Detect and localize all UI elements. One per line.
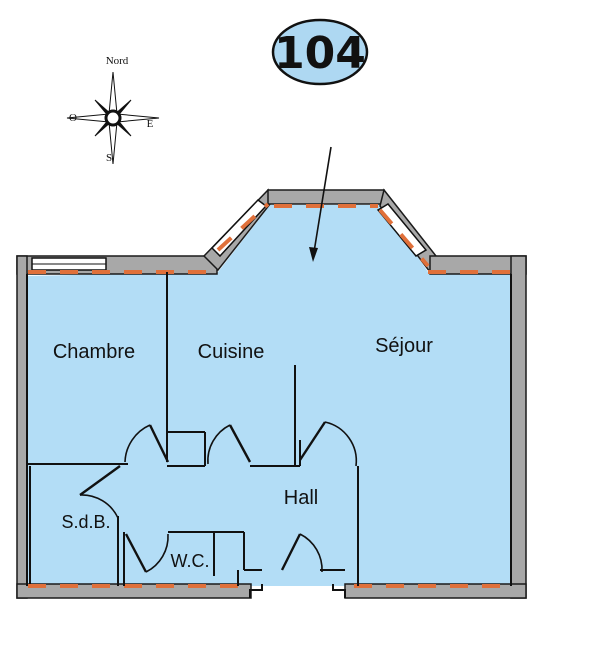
door-entry-arc (299, 533, 323, 573)
room-label-cuisine: Cuisine (198, 341, 265, 363)
room-label-chambre: Chambre (53, 341, 135, 363)
entrance-arrow-icon (309, 146, 332, 262)
interior-walls (26, 272, 512, 586)
door-sdb-arc (79, 494, 119, 519)
compass-west: O (69, 112, 77, 124)
entrance-steps (249, 584, 346, 598)
door-chambre-arc (124, 424, 151, 463)
room-label-wc: W.C. (171, 551, 210, 571)
unit-badge: 104 (271, 18, 369, 86)
door-cuisine-arc (207, 424, 231, 465)
wall-markers (28, 202, 510, 588)
unit-number: 104 (274, 28, 366, 79)
room-label-hall: Hall (284, 487, 318, 509)
room-label-sdb: S.d.B. (61, 512, 110, 532)
compass-south: S (106, 152, 112, 164)
unit-badge-ellipse (271, 18, 369, 86)
window-sejour-right (376, 203, 428, 257)
door-sejour-arc (324, 421, 358, 467)
room-label-sejour: Séjour (375, 335, 433, 357)
door-wc-arc (145, 533, 169, 573)
compass-rose-icon: Nord S E O (66, 55, 160, 165)
floor-area (26, 205, 512, 586)
compass-east: E (147, 118, 154, 130)
doors (79, 421, 358, 573)
compass-north: Nord (106, 55, 129, 67)
